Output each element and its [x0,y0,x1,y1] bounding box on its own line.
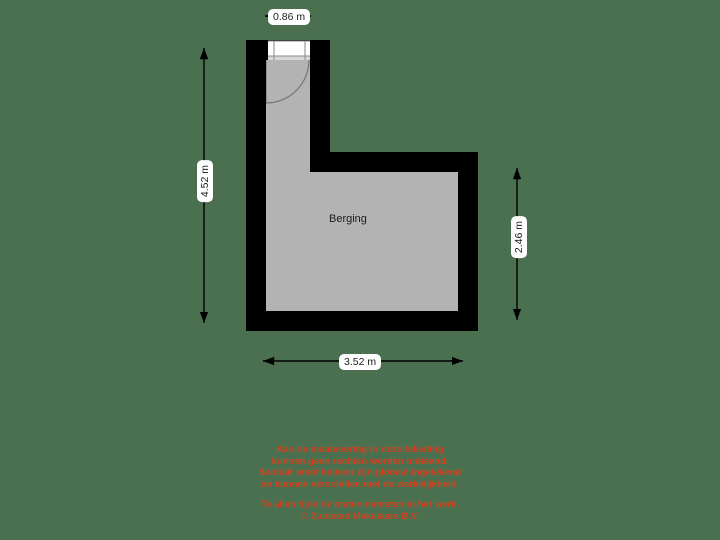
disclaimer-line-2: kunnen geen rechten worden ontleend. [271,455,449,467]
disclaimer-spacer [0,490,720,499]
disclaimer-line-1: Aan de maatvoering in deze tekening [276,444,444,455]
disclaimer-line-5: Te allen tijde de maten nameten in het w… [261,499,459,511]
dimension-right-label: 2.46 m [511,216,527,259]
dimension-top-label: 0.86 m [268,9,311,25]
room-label-berging: Berging [329,213,367,225]
disclaimer-text: Aan de maatvoering in deze tekening kunn… [0,444,720,523]
dimension-left-label: 4.52 m [197,160,213,203]
room-floor [266,60,458,311]
disclaimer-copyright: © Zuidstad Makelaars B.V. [300,510,420,522]
door-swing-arc [266,60,310,104]
dimension-bottom-label: 3.52 m [339,354,382,370]
door-frame-panel [268,41,310,56]
door-swing-group [266,60,310,104]
disclaimer-line-3: Sanitair en/of keuken zijn globaal inget… [258,467,462,479]
door-threshold [268,56,310,60]
disclaimer-line-4: en kunnen verschillen met de werkelijkhe… [261,478,459,490]
